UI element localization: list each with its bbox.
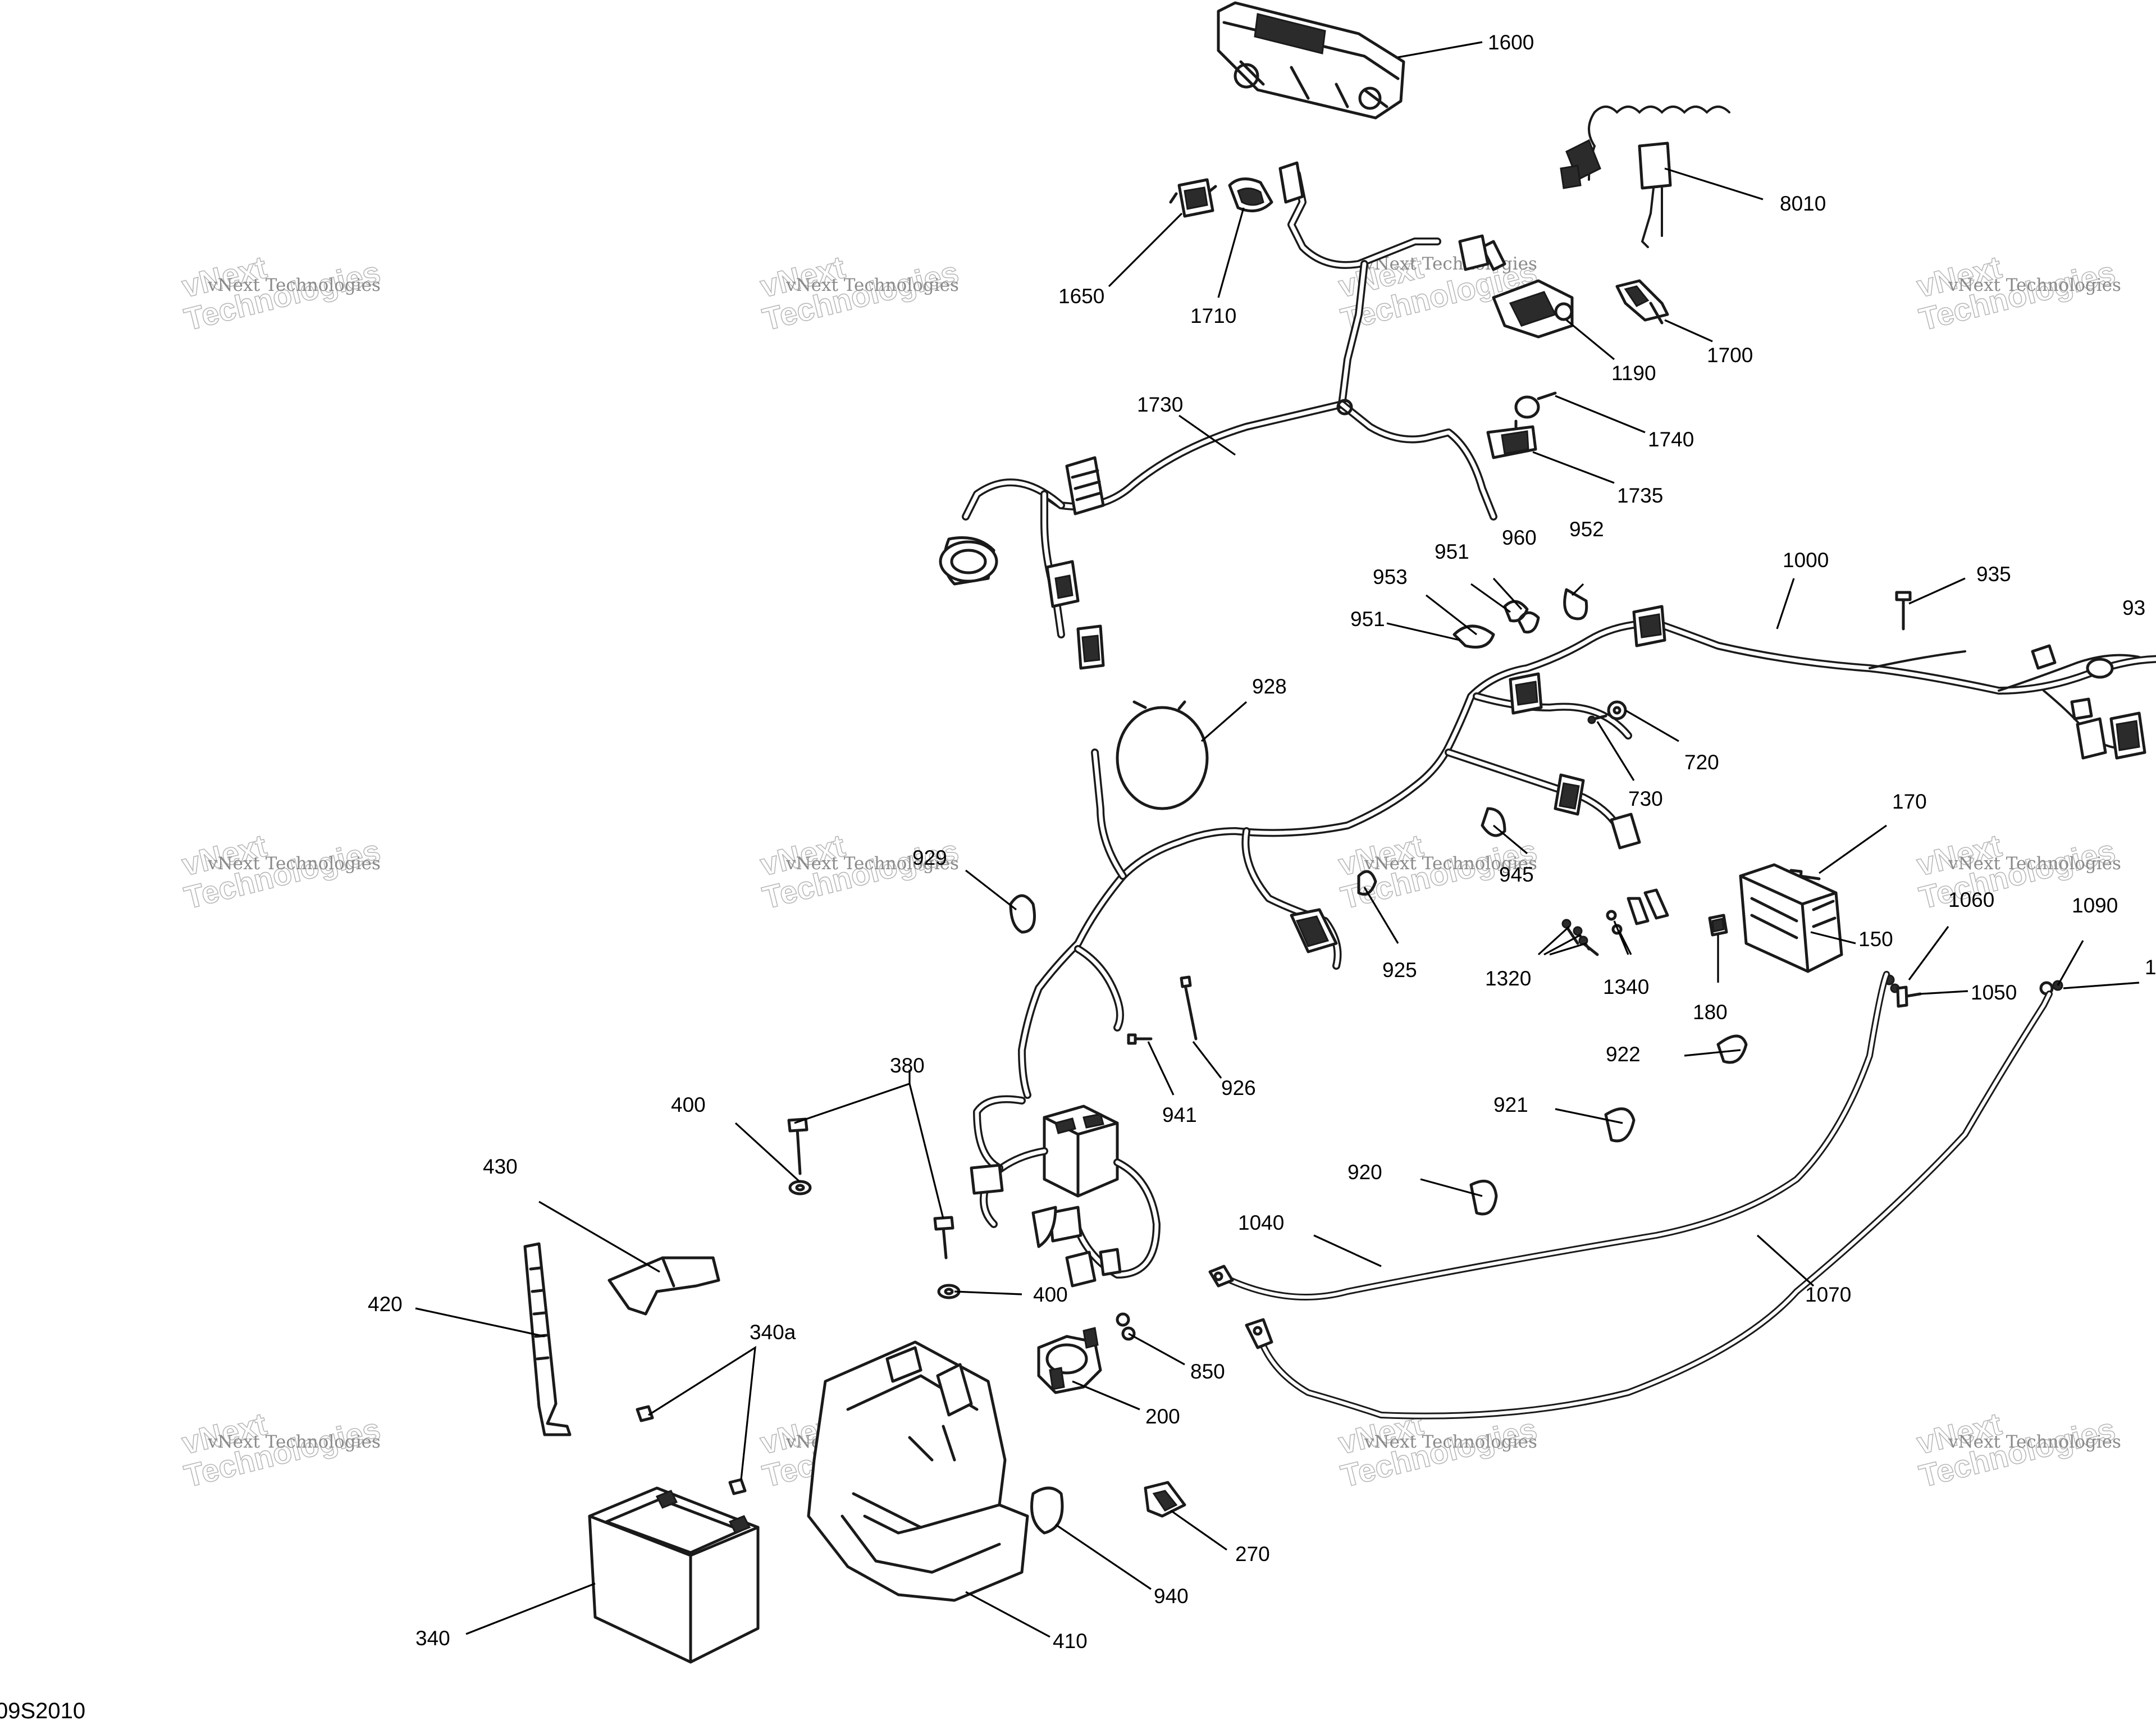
pins-926-941-part xyxy=(1127,975,1198,1045)
relay-270-part xyxy=(1144,1481,1186,1518)
battery-340-part xyxy=(588,1486,760,1664)
watermark-small-line: vNext Technologies xyxy=(1948,854,2121,874)
callout-960: 960 xyxy=(1502,526,1537,549)
clamps-922-921-920-part xyxy=(1469,1034,1748,1216)
callout-1600: 1600 xyxy=(1488,31,1534,54)
callout-935: 935 xyxy=(1976,563,2011,586)
switch-1650-part xyxy=(1169,178,1217,218)
callout-951: 951 xyxy=(1435,540,1469,563)
voltage-regulator-150-part xyxy=(1739,863,1843,973)
bracket-430-part xyxy=(607,1256,720,1316)
battery-tray-410-part xyxy=(807,1340,1029,1602)
callout-945: 945 xyxy=(1499,863,1534,886)
drawing-id: 09S2010 xyxy=(0,1699,85,1723)
callout-1000: 1000 xyxy=(1783,549,1829,572)
callout-400: 400 xyxy=(1033,1283,1068,1306)
leader-lines xyxy=(415,41,2140,1638)
callout-953: 953 xyxy=(1373,565,1408,588)
cable-1040-part xyxy=(1208,971,1890,1300)
pin-1740-part xyxy=(1537,391,1557,400)
callout-926: 926 xyxy=(1221,1076,1256,1099)
callout-951: 951 xyxy=(1350,608,1385,631)
callout-922: 922 xyxy=(1606,1043,1641,1066)
callout-730: 730 xyxy=(1628,787,1663,810)
callout-1090: 1090 xyxy=(2072,894,2118,917)
watermark-small-line: vNext Technologies xyxy=(1364,854,1537,874)
callout-380: 380 xyxy=(890,1054,925,1077)
callout-150: 150 xyxy=(1858,928,1893,951)
watermark-small-line: vNext Technologies xyxy=(785,854,959,874)
callout-1060: 1060 xyxy=(1948,888,1994,911)
callout-1x: 1 xyxy=(2145,956,2156,979)
callout-940: 940 xyxy=(1154,1585,1189,1608)
callout-430: 430 xyxy=(483,1155,518,1178)
cable-clamp-parts xyxy=(1452,588,1588,649)
fuse-box-part xyxy=(970,1095,1161,1288)
callout-1700: 1700 xyxy=(1707,344,1753,367)
callout-200: 200 xyxy=(1145,1405,1180,1428)
callout-1340: 1340 xyxy=(1603,975,1649,998)
watermark-small-line: vNext Technologies xyxy=(207,1432,381,1452)
callout-8010: 8010 xyxy=(1780,192,1826,215)
bolt-935-part xyxy=(1895,591,1912,631)
callout-921: 921 xyxy=(1493,1093,1528,1116)
callout-1735: 1735 xyxy=(1617,484,1663,507)
starter-solenoid-200-part xyxy=(1037,1327,1102,1394)
callout-1070: 1070 xyxy=(1805,1283,1851,1306)
bulb-socket-1735-part xyxy=(1486,395,1540,459)
watermark-small-line: vNext Technologies xyxy=(207,275,381,295)
callout-1730: 1730 xyxy=(1137,393,1183,416)
connector-1700-part xyxy=(1615,279,1669,325)
callout-1050: 1050 xyxy=(1971,981,2017,1004)
callout-720: 720 xyxy=(1684,751,1719,774)
callout-850: 850 xyxy=(1190,1360,1225,1383)
clamps-929-945-925-part xyxy=(1009,807,1506,934)
callout-1710: 1710 xyxy=(1190,304,1236,327)
callout-93x: 93 xyxy=(2122,596,2145,619)
callout-1650: 1650 xyxy=(1058,285,1104,308)
screws-850-part xyxy=(1116,1312,1136,1341)
callout-952: 952 xyxy=(1569,518,1604,541)
callout-1040: 1040 xyxy=(1238,1211,1284,1234)
callout-340: 340 xyxy=(415,1627,450,1650)
callout-925: 925 xyxy=(1382,959,1417,982)
clamp-940-part xyxy=(1030,1486,1064,1535)
nuts-340a-part xyxy=(636,1405,747,1495)
bolts-380-washers-400-part xyxy=(787,1117,961,1299)
callout-929: 929 xyxy=(912,846,947,869)
screw-washer-720-730-part xyxy=(1587,700,1627,724)
callout-340a: 340a xyxy=(750,1321,796,1344)
callout-410: 410 xyxy=(1053,1630,1088,1653)
switch-1710-part xyxy=(1228,177,1273,213)
cable-1070-part xyxy=(1245,991,2053,1420)
main-harness-1000-part xyxy=(1018,605,2156,1099)
callout-1320: 1320 xyxy=(1485,967,1531,990)
callout-170: 170 xyxy=(1892,790,1927,813)
instrument-cluster-part xyxy=(1217,1,1405,120)
callout-270: 270 xyxy=(1235,1543,1270,1566)
connector-180-part xyxy=(1708,914,1728,937)
watermark-small-line: vNext Technologies xyxy=(207,854,381,874)
callout-labels: 1600 8010 1650 1710 1190 1700 1730 1740 … xyxy=(368,31,2156,1653)
watermark-small-line: vNext Technologies xyxy=(1364,1432,1537,1452)
callout-400: 400 xyxy=(671,1093,706,1116)
watermark-small-line: vNext Technologies xyxy=(785,275,959,295)
watermark-small-line: vNext Technologies xyxy=(1364,254,1537,274)
watermark-small-line: vNext Technologies xyxy=(1948,1432,2121,1452)
callout-1740: 1740 xyxy=(1648,428,1694,451)
callout-420: 420 xyxy=(368,1293,403,1316)
callout-920: 920 xyxy=(1347,1161,1382,1184)
strap-420-part xyxy=(523,1242,572,1436)
headlight-harness-part xyxy=(939,161,1506,670)
callout-180: 180 xyxy=(1693,1001,1728,1024)
callout-1190: 1190 xyxy=(1611,362,1656,385)
ring-clamp-928-part xyxy=(1116,700,1209,810)
tether-lanyard-part xyxy=(1560,106,1730,248)
watermark-small-line: vNext Technologies xyxy=(1948,275,2121,295)
callout-928: 928 xyxy=(1252,675,1287,698)
callout-941: 941 xyxy=(1162,1103,1197,1126)
